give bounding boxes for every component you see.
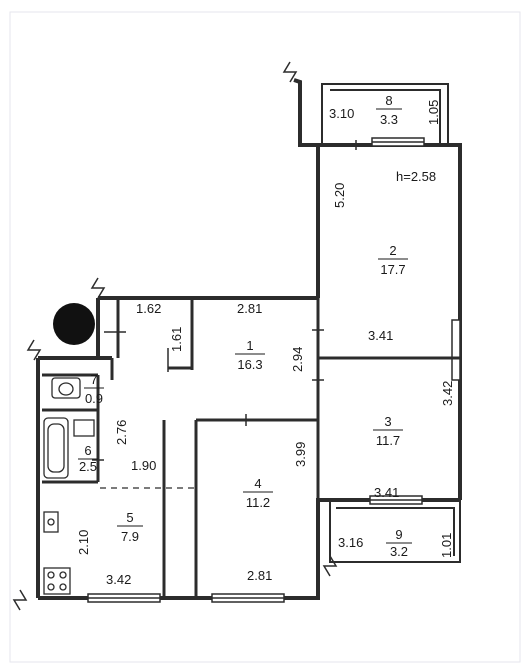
- dim-bath-width: 1.90: [131, 458, 156, 473]
- dim-balcony8-depth: 1.05: [426, 100, 441, 125]
- room-9-area: 3.2: [390, 544, 408, 559]
- dim-balcony9-width: 3.16: [338, 535, 363, 550]
- windows: [87, 137, 461, 603]
- dim-hall-top-left: 1.62: [136, 301, 161, 316]
- room-7-area: 0.9: [85, 391, 103, 406]
- room-5-area: 7.9: [121, 529, 139, 544]
- balcony-8-outline: [321, 83, 449, 145]
- room-4-area: 11.2: [246, 495, 270, 510]
- ceiling-height-note: h=2.58: [396, 169, 436, 184]
- room-6-area: 2.5: [79, 459, 97, 474]
- room-4-number: 4: [254, 476, 261, 491]
- room-8-number: 8: [385, 93, 392, 108]
- room-9-number: 9: [395, 527, 402, 542]
- toilet-fixture: [51, 377, 81, 399]
- dim-hall-top-right: 2.81: [237, 301, 262, 316]
- room-3-area: 11.7: [376, 433, 400, 448]
- room-1-number: 1: [246, 338, 253, 353]
- break-marks: [12, 61, 338, 611]
- dim-hall-side: 1.61: [169, 327, 184, 352]
- paper-frame: [9, 11, 521, 663]
- room-5-number: 5: [126, 510, 133, 525]
- redaction-mark: [53, 303, 95, 345]
- dim-room3-depth: 3.42: [440, 381, 455, 406]
- room-7-number: 7: [90, 372, 97, 387]
- room-2-number: 2: [389, 243, 396, 258]
- dimension-labels: 3.10 1.05 5.20 3.41 1.62 2.81 1.61 2.94 …: [76, 100, 455, 587]
- dim-room2-depth: 5.20: [332, 183, 347, 208]
- dim-room4-width: 2.81: [247, 568, 272, 583]
- room-labels: 2 17.7 1 16.3 3 11.7 4 11.2 5 7.9 6 2.5 …: [78, 93, 412, 559]
- room-3-number: 3: [384, 414, 391, 429]
- room-1-area: 16.3: [237, 357, 262, 372]
- balcony-9-outline: [329, 500, 461, 563]
- dim-hall-right: 2.94: [290, 347, 305, 372]
- dim-room3-width: 3.41: [374, 485, 399, 500]
- dim-balcony8-width: 3.10: [329, 106, 354, 121]
- interior-walls: [42, 298, 460, 598]
- room-8-area: 3.3: [380, 112, 398, 127]
- dim-balcony9-depth: 1.01: [439, 533, 454, 558]
- dim-kitchen-width: 3.42: [106, 572, 131, 587]
- dim-bath-depth: 2.76: [114, 420, 129, 445]
- kitchen-fixtures: [43, 511, 71, 595]
- dim-room4-depth: 3.99: [293, 442, 308, 467]
- door-marks: [92, 140, 357, 461]
- room-6-number: 6: [84, 443, 91, 458]
- room-2-area: 17.7: [380, 262, 405, 277]
- dim-kitchen-depth: 2.10: [76, 530, 91, 555]
- bathtub-fixture: [43, 417, 95, 479]
- dim-room2-width: 3.41: [368, 328, 393, 343]
